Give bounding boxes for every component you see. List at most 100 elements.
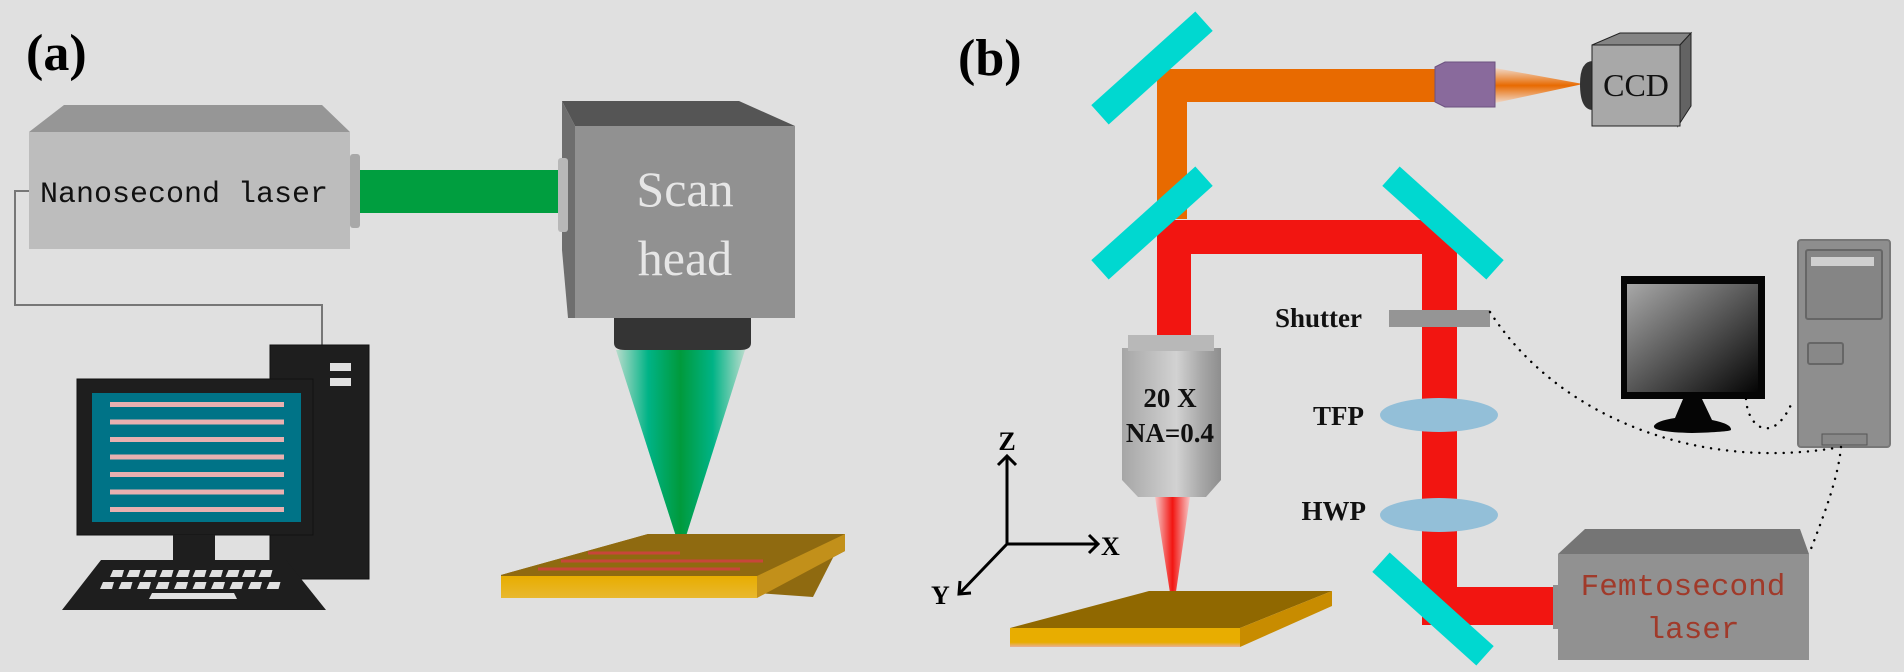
keyboard-key bbox=[137, 582, 151, 589]
objective-na-label: NA=0.4 bbox=[1126, 418, 1214, 448]
objective-cap-ring bbox=[1128, 335, 1214, 351]
nanosecond-laser-label: Nanosecond laser bbox=[40, 178, 328, 212]
monitor-b-stand bbox=[1653, 399, 1732, 433]
keyboard-key bbox=[248, 582, 262, 589]
pc-drive-bay bbox=[330, 378, 351, 386]
control-cables-dotted bbox=[1488, 310, 1843, 556]
femto-laser-front bbox=[1558, 554, 1809, 660]
shutter bbox=[1389, 310, 1490, 327]
mirror-top-left bbox=[1091, 11, 1213, 125]
scan-lens-mount bbox=[614, 318, 751, 350]
screen-text-line bbox=[110, 454, 284, 460]
objective-lens: 20 X NA=0.4 bbox=[1122, 335, 1221, 497]
pc-tower-ports bbox=[1821, 433, 1868, 446]
x-axis-label: X bbox=[1101, 532, 1120, 561]
keyboard-key bbox=[192, 582, 207, 589]
laser-output-port bbox=[350, 154, 360, 228]
laser-front-face bbox=[29, 132, 350, 249]
sample-a-side bbox=[757, 534, 845, 598]
femtosecond-laser-label-line1: Femtosecond bbox=[1581, 570, 1786, 605]
monitor-cable bbox=[1744, 397, 1795, 430]
scan-head-top bbox=[562, 101, 795, 126]
scan-head: Scan head bbox=[558, 101, 795, 350]
keyboard-key bbox=[176, 570, 190, 577]
mirror-dichroic bbox=[1091, 166, 1213, 280]
pc-drive-bay bbox=[330, 363, 351, 371]
sample-b-side bbox=[1240, 591, 1332, 647]
thin-film-polarizer bbox=[1380, 398, 1498, 432]
laser-cable bbox=[1807, 445, 1843, 556]
red-beam-left-vertical bbox=[1157, 220, 1191, 338]
scan-head-front bbox=[575, 126, 795, 318]
panel-b: (b) CCD 20 X NA=0.4 bbox=[931, 11, 1891, 666]
orange-beam-horizontal bbox=[1157, 69, 1437, 102]
sample-b bbox=[1010, 591, 1332, 647]
pc-tower-button bbox=[1807, 342, 1844, 365]
control-cable bbox=[14, 190, 323, 345]
monitor-stand bbox=[173, 535, 215, 561]
green-focused-beam bbox=[616, 350, 745, 552]
sample-a bbox=[501, 534, 845, 598]
scan-head-label-line2: head bbox=[638, 230, 732, 286]
sample-b-front bbox=[1010, 628, 1240, 647]
keyboard-key bbox=[266, 582, 281, 589]
sample-a-front bbox=[501, 576, 757, 598]
keyboard-key bbox=[242, 570, 256, 577]
coordinate-axes bbox=[957, 453, 1101, 596]
keyboard-key bbox=[211, 582, 225, 589]
mirror-bottom-right bbox=[1372, 552, 1494, 666]
spacebar-key bbox=[149, 593, 237, 599]
monitor-b-screen bbox=[1627, 284, 1758, 392]
keyboard-key bbox=[209, 570, 223, 577]
screen-text-lines bbox=[110, 402, 284, 512]
keyboard-key bbox=[126, 570, 141, 577]
shutter-label: Shutter bbox=[1275, 303, 1362, 333]
ccd-label: CCD bbox=[1603, 67, 1669, 103]
mirror-top-right bbox=[1382, 166, 1504, 280]
panel-a-label: (a) bbox=[26, 25, 87, 82]
computer-a bbox=[62, 344, 370, 610]
laser-top-face bbox=[29, 105, 350, 132]
red-focused-beam bbox=[1155, 497, 1190, 612]
scan-head-label-line1: Scan bbox=[636, 161, 733, 217]
keyboard bbox=[62, 560, 326, 610]
keyboard-key bbox=[159, 570, 174, 577]
keyboard-key bbox=[192, 570, 207, 577]
objective-magnification-label: 20 X bbox=[1143, 383, 1197, 413]
panel-a: (a) Nanosecond laser Scan head bbox=[14, 25, 845, 610]
screen-text-line bbox=[110, 419, 284, 425]
nanosecond-laser: Nanosecond laser bbox=[29, 105, 360, 249]
keyboard-key bbox=[110, 570, 124, 577]
y-axis-label: Y bbox=[931, 581, 950, 610]
orange-focus-cone bbox=[1495, 68, 1583, 103]
ccd-camera: CCD bbox=[1580, 31, 1693, 128]
keyboard-key bbox=[229, 582, 244, 589]
tfp-label: TFP bbox=[1313, 401, 1364, 431]
keyboard-key bbox=[118, 582, 133, 589]
ccd-top bbox=[1591, 32, 1693, 46]
y-arrow-head bbox=[957, 580, 972, 596]
z-arrow-head bbox=[996, 453, 1018, 467]
sample-b-top bbox=[1010, 591, 1332, 628]
scan-head-input-port bbox=[558, 158, 568, 232]
femtosecond-laser: Femtosecond laser bbox=[1553, 529, 1809, 660]
femto-laser-output-port bbox=[1553, 585, 1560, 629]
scan-head-side bbox=[562, 101, 575, 318]
femto-laser-top bbox=[1558, 529, 1809, 554]
hwp-label: HWP bbox=[1302, 496, 1367, 526]
objective-cap bbox=[1122, 337, 1221, 497]
computer-b bbox=[1621, 239, 1891, 448]
keyboard-key bbox=[155, 582, 170, 589]
screen-text-line bbox=[110, 437, 284, 442]
z-axis-label: Z bbox=[998, 427, 1015, 456]
half-wave-plate bbox=[1380, 498, 1498, 532]
femtosecond-laser-label-line2: laser bbox=[1646, 613, 1739, 648]
keyboard-key bbox=[143, 570, 157, 577]
ccd-front bbox=[1591, 44, 1681, 127]
keyboard-key bbox=[258, 570, 273, 577]
tube-lens bbox=[1434, 61, 1496, 108]
red-beam-top bbox=[1157, 220, 1427, 254]
screen-text-line bbox=[110, 472, 284, 477]
keyboard-keys bbox=[100, 570, 281, 589]
